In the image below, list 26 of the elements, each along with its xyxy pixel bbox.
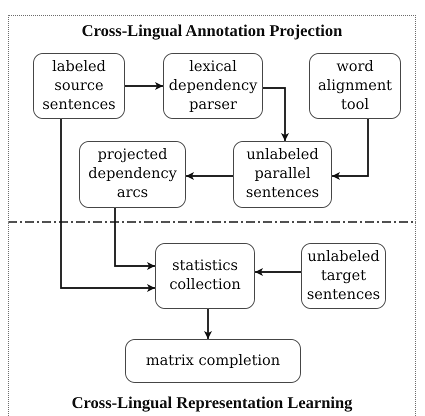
node-label: word alignment tool bbox=[316, 58, 394, 114]
arrow bbox=[204, 309, 212, 339]
node-label: unlabeled target sentences bbox=[306, 248, 382, 304]
section-panel bbox=[8, 15, 416, 222]
arrow bbox=[60, 119, 155, 292]
arrow bbox=[114, 208, 155, 270]
process-box bbox=[233, 141, 332, 208]
process-box bbox=[79, 141, 186, 208]
process-box bbox=[309, 53, 401, 119]
arrow bbox=[186, 172, 233, 180]
arrow bbox=[332, 119, 369, 180]
arrow bbox=[263, 87, 289, 141]
arrow bbox=[255, 268, 301, 276]
section-heading: Cross-Lingual Representation Learning bbox=[70, 393, 354, 413]
section-heading: Cross-Lingual Annotation Projection bbox=[80, 21, 344, 41]
arrow bbox=[125, 82, 163, 90]
process-box bbox=[155, 243, 255, 309]
section-panel bbox=[8, 222, 416, 416]
node-label: projected dependency arcs bbox=[87, 146, 178, 203]
node-label: unlabeled parallel sentences bbox=[244, 146, 320, 203]
process-box bbox=[125, 339, 301, 383]
node-label: statistics collection bbox=[168, 257, 242, 295]
process-box bbox=[33, 53, 125, 119]
node-label: matrix completion bbox=[146, 352, 280, 370]
node-label: lexical dependency parser bbox=[168, 58, 258, 114]
node-label: labeled source sentences bbox=[41, 58, 117, 114]
